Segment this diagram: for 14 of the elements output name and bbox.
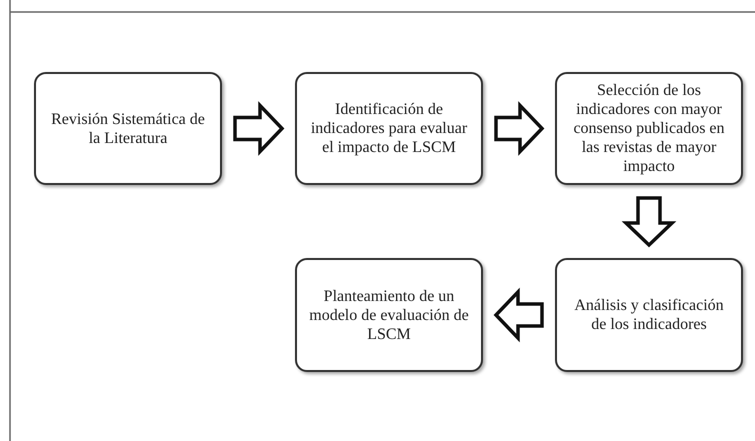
block-arrow [233,101,284,156]
box-text: Identificación de indicadores para evaluar el impacto de LSCM [310,100,468,157]
box-text: Planteamiento de un modelo de evaluación de LSCM [308,286,470,344]
box-text: Selección de los indicadores con mayor consenso publicados en las revistas de mayor impacto [572,81,726,176]
block-arrow [622,196,676,248]
box-text: Revisión Sistemática de la Literatura [50,110,206,148]
process-box [295,258,483,372]
block-arrow [494,288,544,342]
process-box [555,258,743,372]
block-arrow [494,101,544,156]
box-text: Análisis y clasificación de los indicadores [573,296,725,334]
process-box [295,72,483,185]
process-box [555,72,743,185]
process-box [34,72,222,185]
